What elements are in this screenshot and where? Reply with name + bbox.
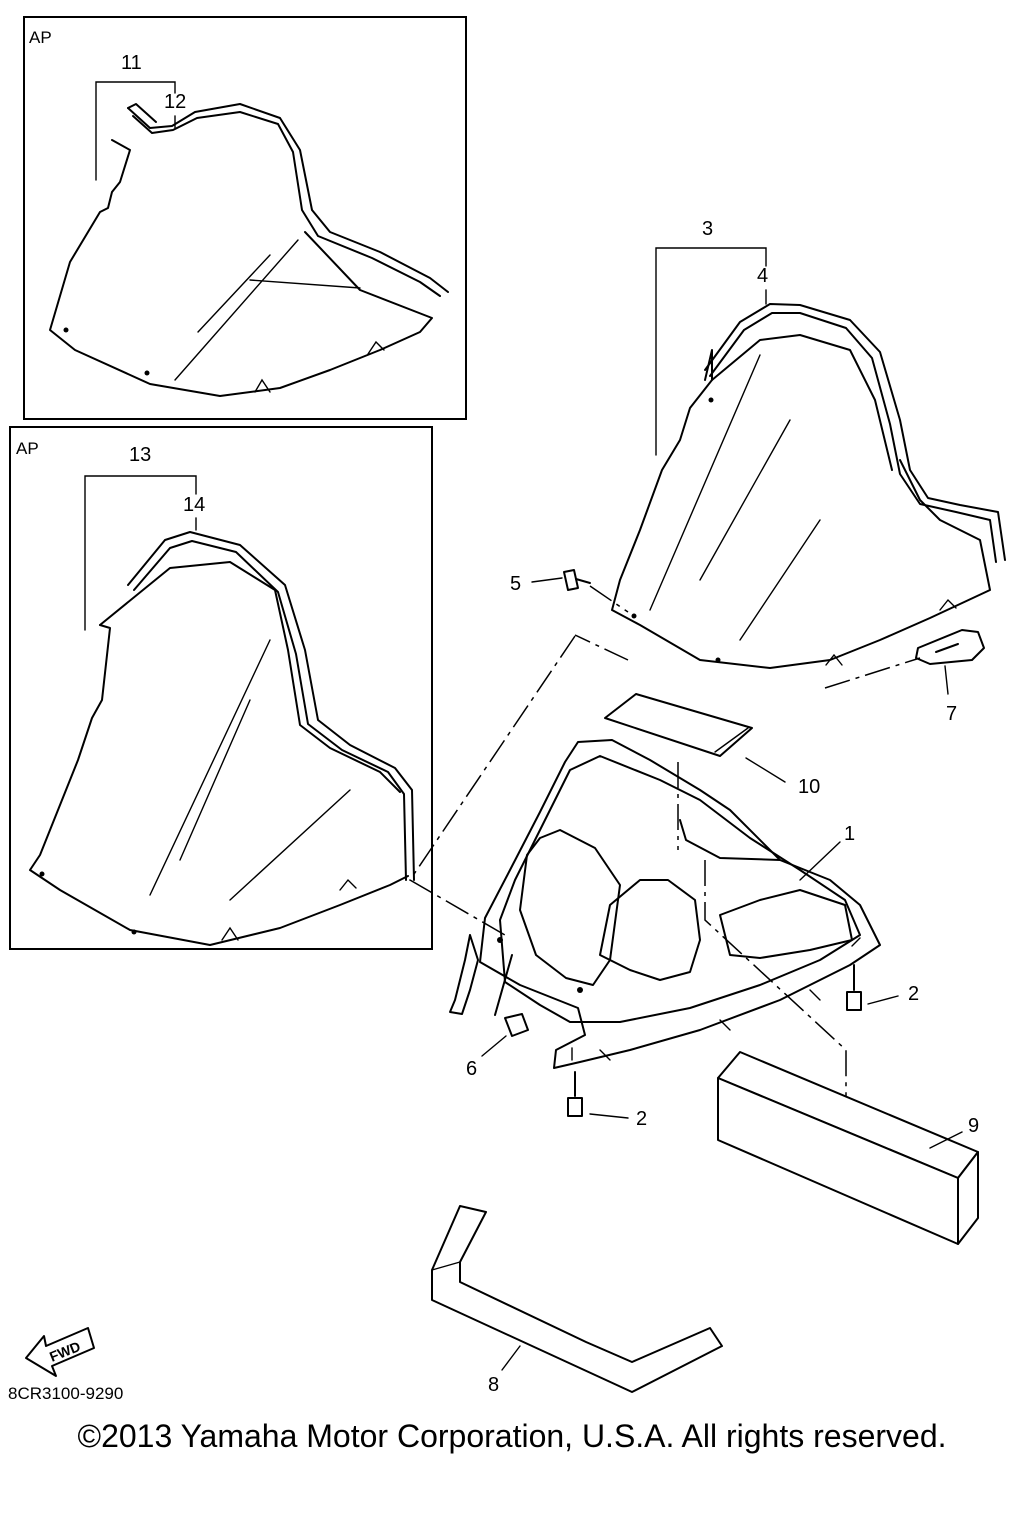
label-6: 6 (466, 1058, 477, 1080)
bracket-3 (655, 247, 767, 456)
inset-top-frame (23, 16, 467, 420)
label-2b: 2 (636, 1108, 647, 1130)
part-6-grommet: 6 (466, 954, 529, 1080)
part-2-bolt-left: 2 (567, 1071, 647, 1130)
inset-bottom: AP 13 14 (9, 426, 433, 950)
part-2-bolt-right: 2 (846, 964, 919, 1011)
part-10-pad: 10 (604, 693, 820, 850)
guide-line-left (408, 635, 576, 936)
copyright-notice: ©2013 Yamaha Motor Corporation, U.S.A. A… (77, 1418, 947, 1454)
bracket-13 (84, 475, 197, 631)
windshield-11 (49, 103, 449, 397)
label-5: 5 (510, 573, 521, 595)
label-8: 8 (488, 1374, 499, 1396)
label-13: 13 (129, 444, 151, 466)
part-1-cowling: 1 (449, 739, 881, 1069)
part-5-screw: 5 (510, 569, 629, 613)
inset-top: AP 11 12 (23, 16, 467, 420)
label-1: 1 (844, 823, 855, 845)
label-11: 11 (121, 52, 142, 74)
fwd-arrow-icon: FWD (25, 1327, 95, 1377)
guide-line-top (574, 634, 629, 661)
inset-bottom-tag: AP (16, 439, 39, 458)
windshield-13 (29, 531, 415, 946)
label-4: 4 (757, 265, 768, 287)
label-14: 14 (183, 494, 205, 516)
bracket-11 (95, 81, 176, 181)
diagram-code: 8CR3100-9290 (8, 1384, 124, 1403)
label-10: 10 (798, 776, 820, 798)
windshield-main: 3 4 (611, 218, 1006, 669)
label-3: 3 (702, 218, 713, 240)
label-7: 7 (946, 703, 957, 725)
label-9: 9 (968, 1115, 979, 1137)
part-9-foam-block: 9 (717, 1051, 979, 1245)
label-12: 12 (164, 91, 186, 113)
part-7-clip: 7 (824, 629, 985, 725)
inset-bottom-frame (9, 426, 433, 950)
inset-top-tag: AP (29, 28, 52, 47)
part-8-trim: 8 (431, 1205, 723, 1396)
label-2a: 2 (908, 983, 919, 1005)
